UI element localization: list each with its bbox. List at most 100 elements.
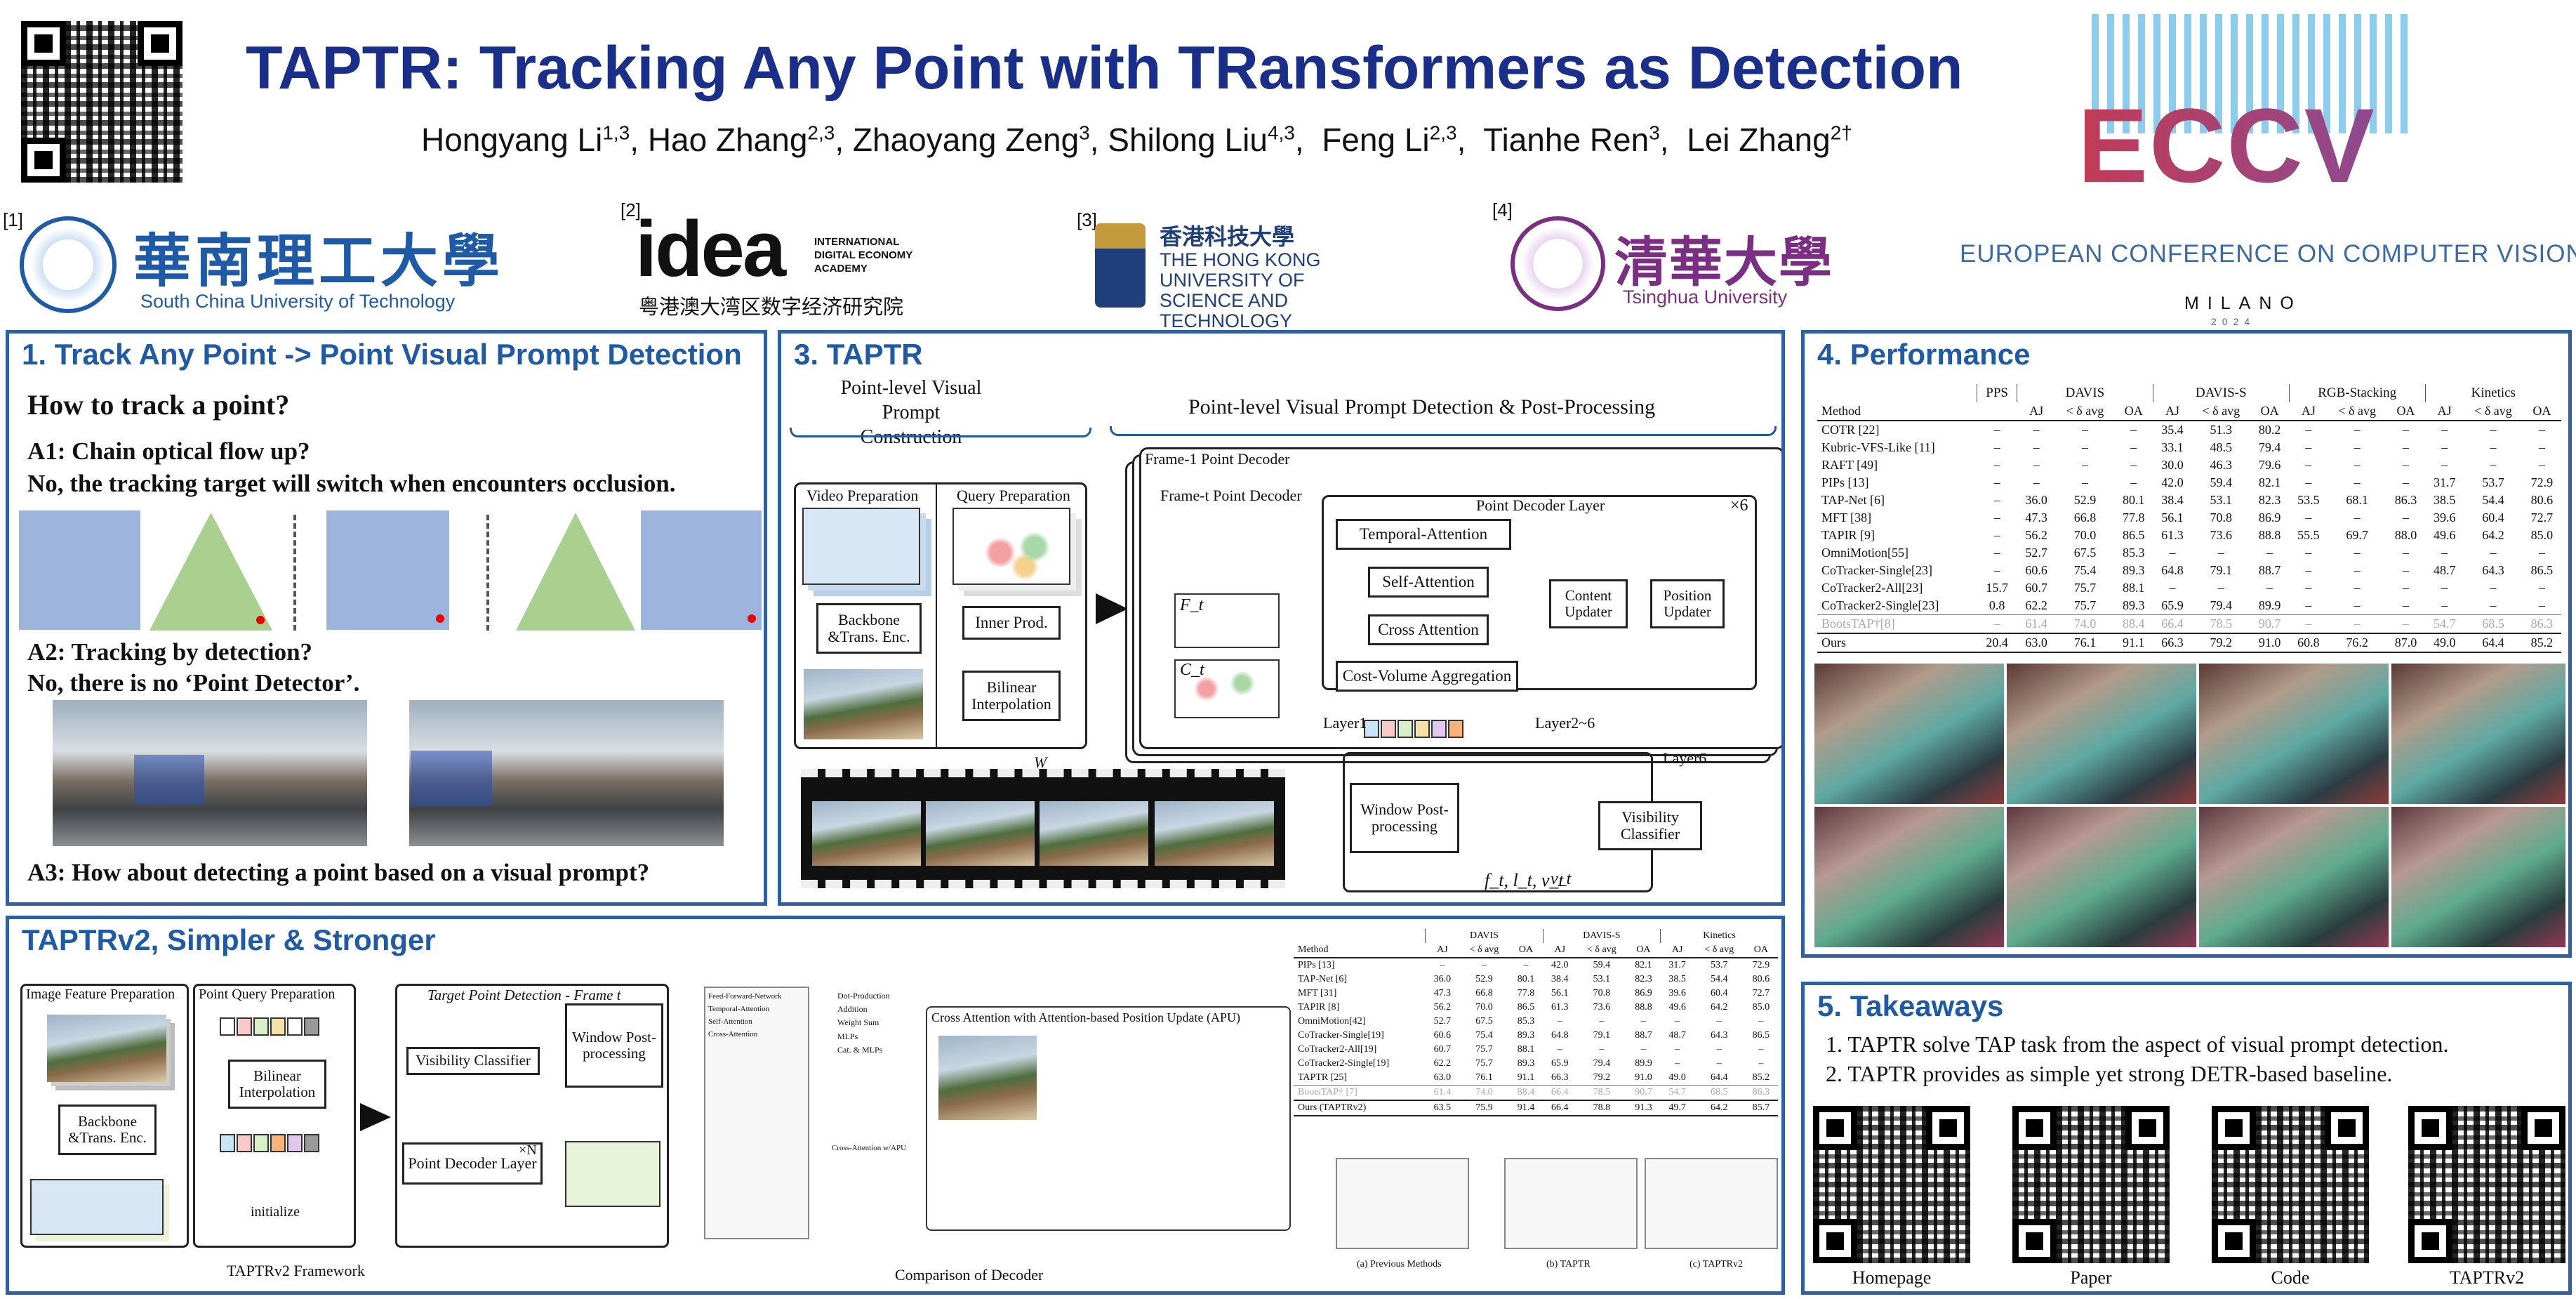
affil-en: Tsinghua University — [1623, 286, 1788, 308]
table-cell: – — [2402, 475, 2409, 489]
table-cell: – — [2490, 440, 2497, 454]
conference-year: 2024 — [2211, 316, 2256, 327]
decoder-caption: Comparison of Decoder — [895, 1266, 1044, 1284]
layer6-label: Layer6 — [1663, 749, 1707, 767]
table-cell: 88.8 — [1635, 1002, 1652, 1013]
layer26-label: Layer2~6 — [1535, 714, 1595, 732]
table-cell: RAFT [49] — [1821, 458, 1878, 472]
table-cell: 85.0 — [2530, 528, 2554, 542]
table-cell: – — [2441, 546, 2448, 560]
table-cell: 89.9 — [1635, 1058, 1652, 1069]
table-cell: – — [2353, 458, 2361, 472]
bilinear-box: Bilinear Interpolation — [228, 1060, 326, 1109]
table-cell: – — [2538, 458, 2545, 472]
author: Shilong Liu — [1108, 121, 1268, 158]
divider — [293, 515, 296, 631]
table-header: DAVIS-S — [2152, 384, 2290, 402]
poster-title: TAPTR: Tracking Any Point with TRansform… — [246, 34, 1963, 102]
table-cell: 88.0 — [2394, 528, 2417, 542]
prep-frame — [794, 482, 1087, 749]
table-cell: 38.5 — [2433, 493, 2456, 507]
table-subheader: OA — [1636, 944, 1651, 955]
table-cell: – — [2441, 423, 2448, 437]
hkust-logo-icon — [1095, 223, 1146, 308]
table-subheader: AJ — [2165, 404, 2179, 418]
table-cell: 75.7 — [1475, 1058, 1493, 1069]
eccv-skyline-icon — [2092, 14, 2408, 133]
table-cell: 63.0 — [2025, 635, 2047, 650]
table-cell: 75.4 — [1475, 1030, 1493, 1041]
self-box: Self-Attention — [1368, 567, 1489, 598]
table-cell: – — [2441, 458, 2448, 472]
film-frame — [1155, 801, 1274, 866]
apu-frame — [926, 1006, 1291, 1231]
table-cell: 75.7 — [1475, 1044, 1493, 1055]
table-cell: 68.5 — [2482, 616, 2504, 631]
table-cell: 86.5 — [2123, 528, 2145, 542]
prep-divider — [936, 484, 937, 748]
qr-label-paper: Paper — [2070, 1267, 2112, 1288]
table-cell: 66.3 — [2161, 635, 2184, 650]
table-cell: 53.1 — [2210, 493, 2233, 507]
table-cell: – — [1758, 1016, 1764, 1027]
table-cell: 38.4 — [1551, 974, 1569, 984]
table-cell: 70.8 — [1593, 988, 1611, 998]
affil-num: [2] — [620, 199, 641, 220]
section-1-panel: 1. Track Any Point -> Point Visual Promp… — [6, 330, 767, 906]
table-subheader: AJ — [2437, 404, 2452, 418]
table-cell: MFT [38] — [1821, 510, 1872, 525]
table-cell: – — [2353, 616, 2361, 631]
table-subheader: < δ avg — [1469, 944, 1499, 955]
table-cell: CoTracker2-Single[23] — [1821, 598, 1939, 612]
table-cell: – — [2402, 423, 2409, 437]
compare-fig-b — [1504, 1158, 1638, 1249]
xn-label: ×N — [519, 1142, 537, 1158]
table-cell: 64.4 — [2482, 635, 2504, 650]
table-cell: 74.0 — [2073, 616, 2097, 631]
table-cell: – — [1440, 960, 1445, 970]
homepage-qr-icon[interactable] — [1813, 1106, 1970, 1263]
target-frame — [395, 984, 669, 1248]
table-cell: – — [1993, 528, 2000, 542]
output-label: f_t, l_t, v_t — [1485, 870, 1564, 890]
table-cell: – — [1557, 1016, 1562, 1027]
table-cell: – — [1481, 960, 1487, 970]
table-cell: 72.7 — [1752, 988, 1770, 998]
table-cell: 49.6 — [1668, 1002, 1686, 1013]
table-cell: – — [2305, 510, 2312, 525]
section-title: 4. Performance — [1817, 338, 2031, 371]
table-cell: 76.1 — [1475, 1072, 1493, 1083]
table-cell: – — [2305, 563, 2312, 577]
table-cell: – — [2353, 546, 2361, 560]
taptrv2-qr-icon[interactable] — [2408, 1106, 2565, 1263]
table-cell: 91.0 — [2258, 635, 2281, 650]
frame-stack — [802, 508, 920, 585]
table-cell: 89.3 — [2123, 598, 2145, 612]
table-cell: 60.6 — [2025, 563, 2047, 577]
layer1-label: Layer1 — [1323, 714, 1367, 732]
table-cell: TAP-Net [6] — [1821, 493, 1885, 507]
visibility-box: Visibility Classifier — [1598, 801, 1702, 850]
table-cell: 89.3 — [1517, 1058, 1535, 1069]
table-cell: 73.6 — [2210, 528, 2233, 542]
tracking-example-image — [2391, 807, 2565, 947]
answer-3: A3: How about detecting a point based on… — [27, 859, 650, 886]
table-cell: 54.7 — [1668, 1087, 1686, 1097]
table-cell: 70.0 — [1475, 1002, 1493, 1013]
table-cell: 85.7 — [1752, 1102, 1770, 1113]
table-cell: 0.8 — [1989, 598, 2005, 612]
table-cell: 53.7 — [1710, 960, 1728, 970]
author: Hao Zhang — [647, 121, 808, 158]
table-cell: 33.1 — [2161, 440, 2184, 454]
paper-qr-icon[interactable] — [2012, 1106, 2170, 1263]
table-cell: – — [2538, 440, 2545, 454]
author-sup: 3 — [1649, 121, 1660, 144]
table-cell: 63.5 — [1433, 1102, 1452, 1113]
code-qr-icon[interactable] — [2212, 1106, 2369, 1263]
table-cell: – — [2538, 581, 2545, 595]
table-cell: 55.5 — [2297, 528, 2320, 542]
table-cell: – — [2538, 598, 2545, 612]
video-prep-label: Video Preparation — [806, 487, 919, 504]
